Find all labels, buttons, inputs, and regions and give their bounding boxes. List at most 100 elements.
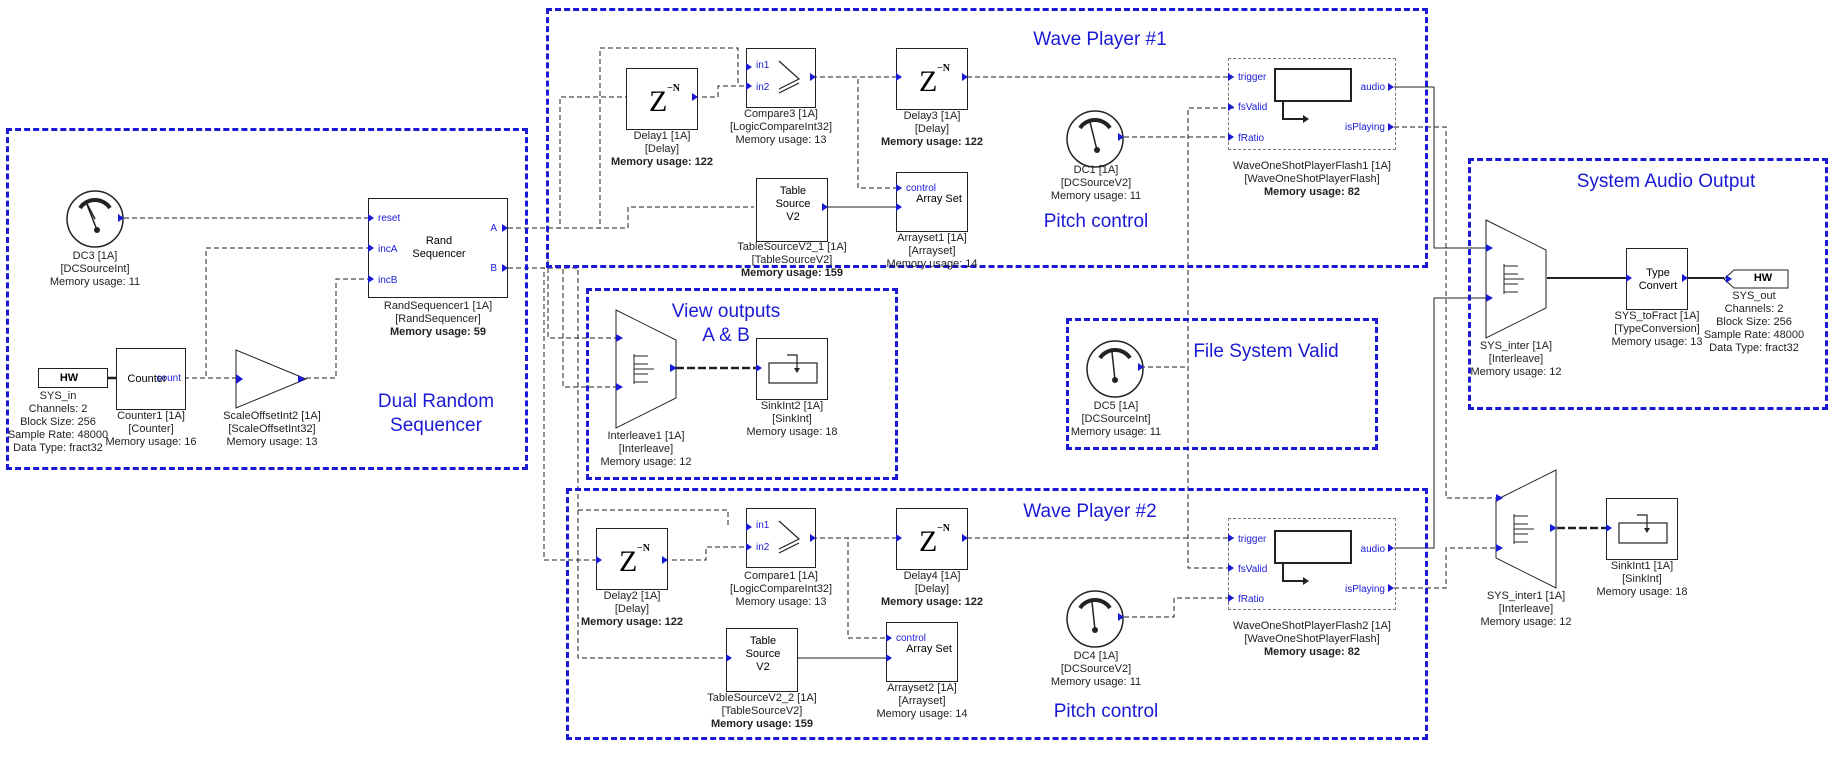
delay2-z-text: Z xyxy=(619,545,638,578)
delay3-z-text: Z xyxy=(919,65,938,98)
compare1-gte-icon xyxy=(778,520,801,554)
sys-tofract-block[interactable]: Type Convert xyxy=(1626,248,1688,310)
port-dc5-out[interactable] xyxy=(1138,363,1144,371)
waveplayer2-block[interactable]: trigger fsValid fRatio audio isPlaying xyxy=(1228,518,1396,610)
interleave1-mux-icon[interactable] xyxy=(614,308,680,430)
port-isplaying1-tri[interactable] xyxy=(1388,123,1394,131)
port-compare3-in1-tri[interactable] xyxy=(746,63,752,71)
tablesource2-block[interactable]: Table Source V2 xyxy=(726,628,798,692)
port-fsvalid2-tri[interactable] xyxy=(1228,564,1234,572)
arrayset2-text: Array Set xyxy=(906,643,952,655)
port-sinkint1-in[interactable] xyxy=(1606,524,1612,532)
port-audio1-tri[interactable] xyxy=(1388,83,1394,91)
sinkint2-display-icon xyxy=(768,354,818,384)
sys-inter-mux-icon[interactable] xyxy=(1484,218,1550,340)
port-control2: control xyxy=(896,633,927,644)
port-arrayset2-in[interactable] xyxy=(886,654,892,662)
dc3-knob-icon[interactable] xyxy=(64,188,126,250)
port-compare1-in1-tri[interactable] xyxy=(746,523,752,531)
sys-inter1-mux-icon[interactable] xyxy=(1494,468,1560,590)
port-isplaying2-tri[interactable] xyxy=(1388,584,1394,592)
port-tablesource1-out[interactable] xyxy=(822,203,828,211)
port-dc4-out[interactable] xyxy=(1118,613,1124,621)
arrayset1-block[interactable]: control Array Set xyxy=(896,172,968,232)
port-reset-tri[interactable] xyxy=(368,214,374,222)
delay3-zsup-text: −N xyxy=(937,63,950,74)
port-fratio1-tri[interactable] xyxy=(1228,133,1234,141)
delay1-block[interactable]: Z −N xyxy=(626,68,698,130)
port-delay2-out[interactable] xyxy=(662,556,668,564)
port-compare3-out[interactable] xyxy=(810,73,816,81)
sinkint1-block[interactable] xyxy=(1606,498,1678,560)
port-A-tri[interactable] xyxy=(502,224,508,232)
compare1-block[interactable]: in1 in2 xyxy=(746,508,816,568)
port-compare3-in2-tri[interactable] xyxy=(746,82,752,90)
label-tablesource1: TableSourceV2_1 [1A][TableSourceV2]Memor… xyxy=(737,241,847,279)
counter1-block[interactable]: Counter count xyxy=(116,348,186,410)
port-trigger1: trigger xyxy=(1238,72,1267,83)
port-delay4-in[interactable] xyxy=(896,534,902,542)
sys-in-block[interactable]: HW xyxy=(38,368,108,388)
label-compare1: Compare1 [1A][LogicCompareInt32]Memory u… xyxy=(729,570,833,608)
port-control2-tri[interactable] xyxy=(886,634,892,642)
tablesource1-block[interactable]: Table Source V2 xyxy=(756,178,828,242)
group-dual-random-sequencer xyxy=(6,128,528,470)
port-typeconvert-out[interactable] xyxy=(1682,274,1688,282)
port-dc3-out[interactable] xyxy=(118,214,124,222)
port-tablesource2-in[interactable] xyxy=(726,654,732,662)
port-compare1-in2: in2 xyxy=(756,542,770,553)
dc5-knob-icon[interactable] xyxy=(1084,338,1146,400)
sys-in-hw-text: HW xyxy=(59,372,79,384)
port-audio2-tri[interactable] xyxy=(1388,544,1394,552)
group-system-audio-output xyxy=(1468,158,1828,410)
delay3-block[interactable]: Z −N xyxy=(896,48,968,110)
randsequencer1-block[interactable]: Rand Sequencer reset incA incB A B xyxy=(368,198,508,298)
label-sinkint1: SinkInt1 [1A][SinkInt]Memory usage: 18 xyxy=(1596,560,1688,598)
port-incA-tri[interactable] xyxy=(368,244,374,252)
label-sys-tofract: SYS_toFract [1A][TypeConversion]Memory u… xyxy=(1611,310,1703,348)
compare3-block[interactable]: in1 in2 xyxy=(746,48,816,108)
port-delay1-out[interactable] xyxy=(692,93,698,101)
label-waveplayer2: WaveOneShotPlayerFlash2 [1A][WaveOneShot… xyxy=(1233,620,1391,658)
label-interleave1: Interleave1 [1A][Interleave]Memory usage… xyxy=(600,430,692,468)
waveplayer2-screen-icon xyxy=(1274,530,1352,585)
title-pitch-control-2: Pitch control xyxy=(1053,701,1159,722)
port-trigger1-tri[interactable] xyxy=(1228,73,1234,81)
port-delay4-out[interactable] xyxy=(962,534,968,542)
compare3-gte-icon xyxy=(778,60,801,94)
dc4-knob-icon[interactable] xyxy=(1064,588,1126,650)
dc1-knob-icon[interactable] xyxy=(1064,108,1126,170)
label-counter1: Counter1 [1A][Counter]Memory usage: 16 xyxy=(105,410,197,448)
sinkint2-block[interactable] xyxy=(756,338,828,400)
sys-out-hw-icon[interactable] xyxy=(1722,268,1790,290)
port-compare1-out[interactable] xyxy=(810,534,816,542)
port-sinkint2-in[interactable] xyxy=(756,364,762,372)
port-arrayset1-in[interactable] xyxy=(896,203,902,211)
port-compare1-in2-tri[interactable] xyxy=(746,543,752,551)
port-delay3-out[interactable] xyxy=(962,73,968,81)
port-fsvalid2: fsValid xyxy=(1238,564,1268,575)
title-view-outputs: View outputs A & B xyxy=(671,301,781,346)
port-fsvalid1-tri[interactable] xyxy=(1228,103,1234,111)
delay4-block[interactable]: Z −N xyxy=(896,508,968,570)
title-pitch-control-1: Pitch control xyxy=(1043,211,1149,232)
port-delay3-in[interactable] xyxy=(896,73,902,81)
port-B-tri[interactable] xyxy=(502,264,508,272)
port-delay2-in[interactable] xyxy=(596,556,602,564)
randseq-text: Rand Sequencer xyxy=(412,235,466,260)
waveplayer1-block[interactable]: trigger fsValid fRatio audio isPlaying xyxy=(1228,58,1396,150)
group-file-system-valid xyxy=(1066,318,1378,450)
arrayset2-block[interactable]: control Array Set xyxy=(886,622,958,682)
port-dc1-out[interactable] xyxy=(1118,133,1124,141)
port-incB-tri[interactable] xyxy=(368,275,374,283)
port-fratio2-tri[interactable] xyxy=(1228,594,1234,602)
port-fratio2: fRatio xyxy=(1238,594,1265,605)
port-A: A xyxy=(490,223,497,234)
port-typeconvert-in[interactable] xyxy=(1626,274,1632,282)
title-wave-player-2: Wave Player #2 xyxy=(1023,501,1157,522)
scaleoffset-triangle-icon[interactable] xyxy=(234,348,310,410)
title-file-system-valid: File System Valid xyxy=(1193,341,1339,362)
delay2-block[interactable]: Z −N xyxy=(596,528,668,590)
port-trigger2-tri[interactable] xyxy=(1228,534,1234,542)
port-control1-tri[interactable] xyxy=(896,184,902,192)
